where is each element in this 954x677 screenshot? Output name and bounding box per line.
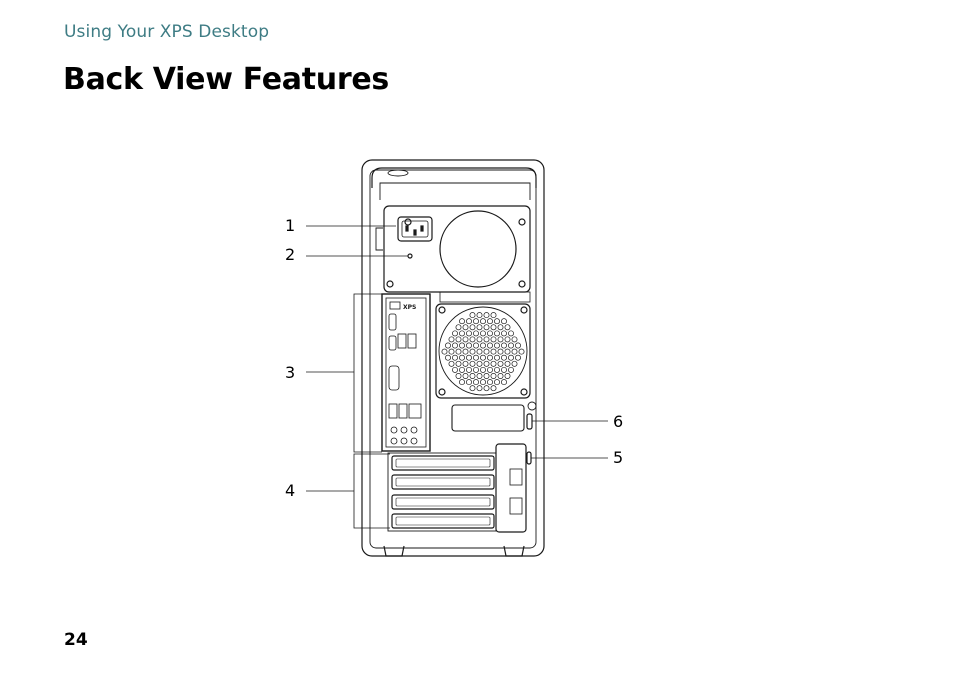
back-panel-connectors [381, 293, 431, 452]
page-number: 24 [64, 630, 88, 650]
expansion-slot [391, 455, 495, 471]
back-view-diagram: XPS [270, 150, 650, 570]
psu-fan-icon [439, 210, 517, 288]
callout-6: 6 [613, 412, 624, 431]
callout-2: 2 [285, 245, 296, 264]
expansion-slot [391, 513, 495, 529]
expansion-slot [391, 474, 495, 490]
grill-holes [441, 312, 525, 392]
expansion-card-area [387, 452, 497, 532]
rear-fan-grill [435, 303, 531, 399]
power-connector [397, 216, 433, 242]
computer-back-illustration: XPS [306, 159, 608, 557]
expansion-slot [391, 494, 495, 510]
power-supply-light-icon [407, 253, 413, 259]
callout-5: 5 [613, 448, 624, 467]
callout-3: 3 [285, 363, 296, 382]
callout-1: 1 [285, 216, 296, 235]
running-header: Using Your XPS Desktop [64, 22, 270, 42]
power-supply [383, 205, 531, 293]
page-title: Back View Features [63, 62, 389, 97]
xps-logo-text: XPS [403, 304, 416, 311]
callout-4: 4 [285, 481, 296, 500]
chassis-outline [361, 159, 545, 557]
